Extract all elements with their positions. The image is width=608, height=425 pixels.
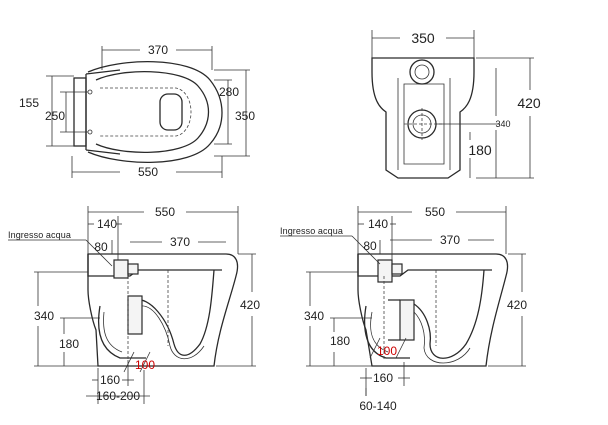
side-a-dim-small: 80 [94,240,108,254]
top-dim-right-a: 280 [219,85,239,99]
top-view: 370 550 155 250 280 350 [19,43,255,179]
side-a-dim-low: 180 [59,337,79,351]
side-b-dim-bowl: 370 [440,233,460,247]
side-a-dim-total: 550 [155,205,175,219]
top-dim-right-b: 350 [235,109,255,123]
side-a-dim-wall: 160 [100,373,120,387]
top-dim-left-b: 250 [45,109,65,123]
side-a-dim-outlet-height: 340 [34,309,54,323]
side-b-dim-inlet: 140 [368,217,388,231]
side-a-dim-wall-range: 160-200 [96,389,140,403]
side-b-inlet-label: Ingresso acqua [280,226,343,236]
side-view-a: 550 140 Ingresso acqua 80 370 420 340 18… [8,205,260,404]
side-a-dim-bowl: 370 [170,235,190,249]
front-dim-height: 420 [517,95,541,111]
side-b-dim-height: 420 [507,298,527,312]
side-b-dim-outlet-dia: 100 [377,344,397,358]
side-a-dim-outlet-dia: 100 [135,358,155,372]
front-dim-outlet: 340 [495,119,510,129]
side-view-b: 550 140 Ingresso acqua 80 370 420 340 18… [280,205,527,413]
top-dim-length: 370 [148,43,168,57]
top-dim-total: 550 [138,165,158,179]
front-view: 350 420 340 180 [371,30,541,179]
side-a-dim-inlet: 140 [97,217,117,231]
front-dim-width: 350 [411,30,435,46]
side-a-dim-height: 420 [240,298,260,312]
side-b-dim-low: 180 [330,334,350,348]
side-b-dim-outlet-height: 340 [304,309,324,323]
side-a-inlet-label: Ingresso acqua [8,230,71,240]
side-b-dim-total: 550 [425,205,445,219]
top-dim-left-a: 155 [19,96,39,110]
front-dim-low: 180 [468,142,492,158]
side-b-dim-wall-range: 60-140 [359,399,397,413]
side-b-dim-small: 80 [363,239,377,253]
side-b-dim-wall: 160 [373,371,393,385]
